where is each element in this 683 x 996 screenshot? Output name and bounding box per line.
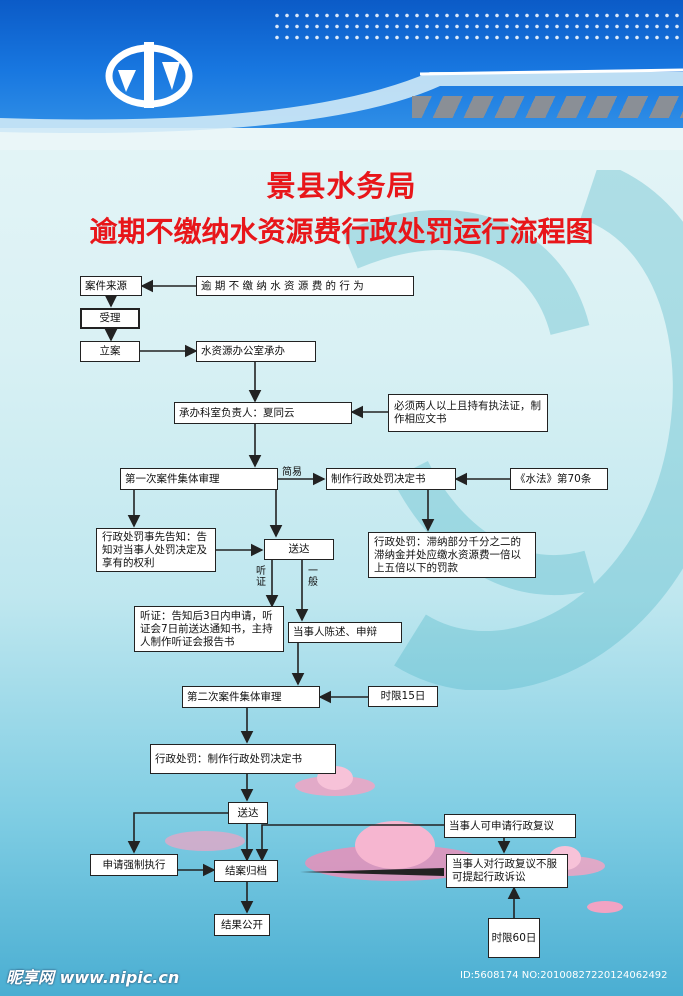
node-water-office: 水资源办公室承办 <box>196 341 316 362</box>
node-first-review: 第一次案件集体审理 <box>120 468 278 490</box>
node-make-decision: 制作行政处罚决定书 <box>326 468 456 490</box>
image-id-text: ID:5608174 NO:20100827220124062492 <box>460 970 668 981</box>
lotus-decoration <box>587 901 623 913</box>
node-limit-60: 时限60日 <box>488 918 540 958</box>
node-prior-notice: 行政处罚事先告知：告知对当事人处罚决定及享有的权利 <box>96 528 216 572</box>
water-logo-icon <box>105 42 193 108</box>
node-deliver-1: 送达 <box>264 539 334 560</box>
node-violation: 逾 期 不 缴 纳 水 资 源 费 的 行 为 <box>196 276 414 296</box>
node-reconsider: 当事人可申请行政复议 <box>444 814 576 838</box>
node-enforce: 申请强制执行 <box>90 854 178 876</box>
node-second-review: 第二次案件集体审理 <box>182 686 320 708</box>
node-accept: 受理 <box>80 308 140 329</box>
page-title: 景县水务局 <box>266 169 417 203</box>
node-case-source: 案件来源 <box>80 276 142 296</box>
site-watermark: 昵享网 www.nipic.cn <box>6 968 180 987</box>
node-responsible: 承办科室负责人：夏同云 <box>174 402 352 424</box>
node-lawsuit: 当事人对行政复议不服可提起行政诉讼 <box>446 854 568 888</box>
page-subtitle: 逾期不缴纳水资源费行政处罚运行流程图 <box>89 215 594 248</box>
header-stripes <box>412 96 683 118</box>
node-admin-penalty: 行政处罚：制作行政处罚决定书 <box>150 744 336 774</box>
header-curve <box>0 68 683 150</box>
label-general: 一般 <box>308 566 318 588</box>
node-file-case: 立案 <box>80 341 140 362</box>
node-two-persons: 必须两人以上且持有执法证，制作相应文书 <box>388 394 548 432</box>
node-party-statement: 当事人陈述、申辩 <box>288 622 402 643</box>
lotus-decoration <box>165 831 245 851</box>
node-water-law: 《水法》第70条 <box>510 468 608 490</box>
node-penalty-detail: 行政处罚：滞纳部分千分之二的滞纳金并处应缴水资源费一倍以上五倍以下的罚款 <box>368 532 536 578</box>
node-publish: 结果公开 <box>214 914 270 936</box>
header-dot-pattern <box>272 10 682 44</box>
node-hearing-detail: 听证：告知后3日内申请，听证会7日前送达通知书，主持人制作听证会报告书 <box>134 606 284 652</box>
node-limit-15: 时限15日 <box>368 686 438 707</box>
node-deliver-2: 送达 <box>228 802 268 824</box>
node-close-case: 结案归档 <box>214 860 278 882</box>
label-simple: 简易 <box>282 467 302 478</box>
label-hearing: 听证 <box>256 566 266 588</box>
